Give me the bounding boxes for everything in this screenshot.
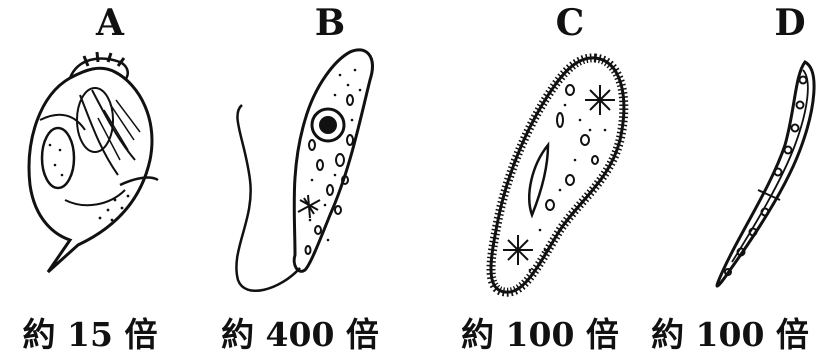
panel-b: B [200, 0, 420, 359]
panel-c: C 約 100 倍 [420, 0, 640, 359]
panel-d: D 約 100 倍 [640, 0, 832, 359]
paramecium-icon [420, 0, 640, 300]
euglena-icon [200, 0, 420, 300]
rotifer-icon [0, 0, 200, 300]
magnification-label: 約 100 倍 [440, 308, 640, 356]
magnification-label: 約 15 倍 [0, 308, 190, 356]
panel-a: A 約 1 [0, 0, 200, 359]
diatom-icon [640, 0, 832, 300]
magnification-label: 約 400 倍 [200, 308, 400, 356]
magnification-label: 約 100 倍 [630, 308, 830, 356]
